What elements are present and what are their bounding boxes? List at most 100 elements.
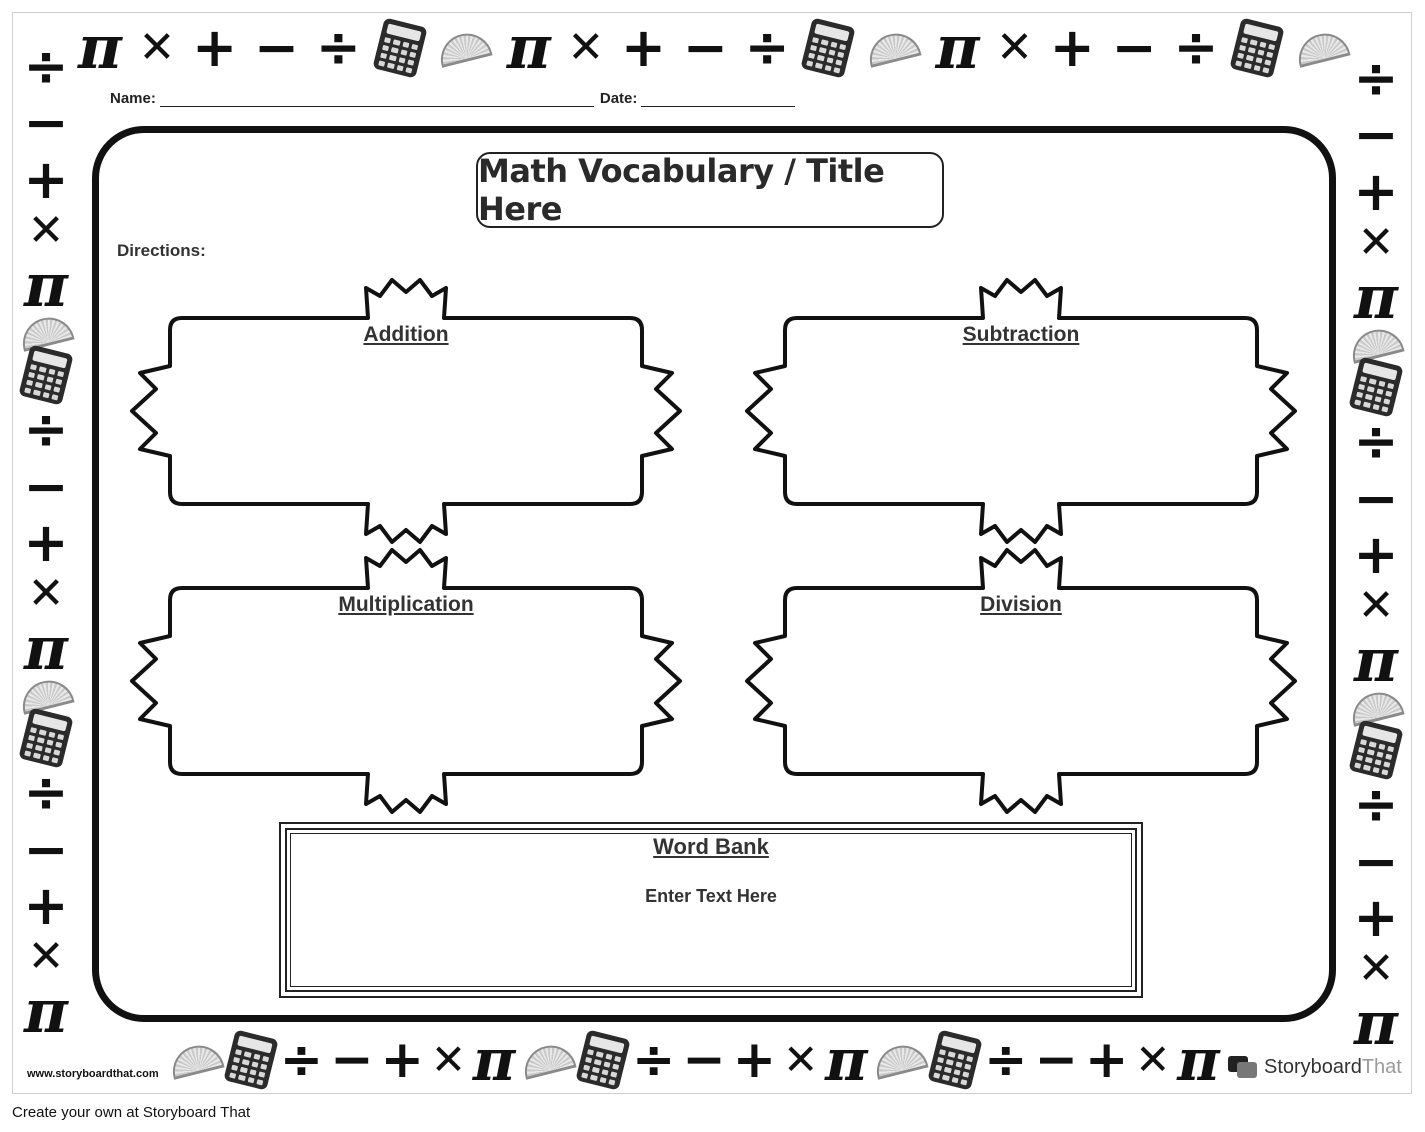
protractor-icon: [435, 28, 493, 68]
times-symbol-icon: ✕: [1357, 943, 1395, 995]
calculator-icon: [371, 17, 428, 79]
burst-frame-division[interactable]: [741, 546, 1301, 816]
pi-symbol-icon: π: [825, 1026, 868, 1094]
burst-outline: [130, 548, 682, 814]
times-symbol-icon: ✕: [1357, 580, 1395, 632]
minus-symbol-icon: −: [23, 91, 69, 155]
times-symbol-icon: ✕: [430, 1035, 467, 1084]
plus-symbol-icon: +: [23, 874, 69, 937]
pi-symbol-icon: π: [1354, 625, 1398, 696]
border-bottom: ÷−+✕π÷−+✕π÷−+✕π: [167, 1026, 1220, 1094]
protractor-icon: [167, 1040, 225, 1080]
minus-symbol-icon: −: [1111, 16, 1157, 79]
times-symbol-icon: ✕: [783, 1035, 819, 1084]
plus-symbol-icon: +: [380, 1030, 425, 1090]
minus-symbol-icon: −: [1353, 103, 1399, 167]
minus-symbol-icon: −: [682, 1030, 726, 1090]
date-field[interactable]: [641, 92, 796, 107]
calculator-icon: [18, 344, 74, 406]
name-date-line: Name: Date:: [110, 90, 801, 107]
times-symbol-icon: ✕: [1357, 217, 1395, 269]
box-label-multiplication[interactable]: Multiplication: [338, 593, 474, 616]
date-label: Date:: [599, 90, 638, 107]
pi-symbol-icon: π: [1177, 1026, 1220, 1094]
plus-symbol-icon: +: [1353, 886, 1399, 949]
protractor-icon: [864, 28, 922, 68]
calculator-icon: [927, 1029, 983, 1091]
divide-symbol-icon: ÷: [23, 398, 69, 462]
pi-symbol-icon: π: [935, 13, 980, 83]
divide-symbol-icon: ÷: [631, 1030, 676, 1090]
create-your-own-text: Create your own at Storyboard That: [12, 1104, 251, 1121]
plus-symbol-icon: +: [1084, 1030, 1129, 1090]
calculator-icon: [1348, 356, 1404, 418]
logo-text-bold: Storyboard: [1264, 1055, 1362, 1078]
plus-symbol-icon: +: [1353, 522, 1399, 586]
times-symbol-icon: ✕: [996, 22, 1034, 73]
protractor-icon: [519, 1040, 577, 1080]
divide-symbol-icon: ÷: [23, 761, 69, 825]
box-label-division[interactable]: Division: [980, 593, 1062, 616]
burst-outline: [130, 278, 682, 544]
plus-symbol-icon: +: [1049, 16, 1095, 79]
divide-symbol-icon: ÷: [1353, 47, 1399, 110]
divide-symbol-icon: ÷: [279, 1030, 324, 1090]
border-left: ÷−+✕π÷−+✕π÷−+✕π: [17, 35, 75, 1047]
burst-outline: [745, 278, 1297, 544]
pi-symbol-icon: π: [24, 976, 68, 1047]
divide-symbol-icon: ÷: [1173, 16, 1219, 79]
calculator-icon: [800, 17, 857, 79]
logo-text-light: That: [1361, 1055, 1402, 1078]
plus-symbol-icon: +: [23, 147, 69, 211]
speech-bubbles-icon: [1228, 1054, 1258, 1080]
burst-outline: [745, 548, 1297, 814]
times-symbol-icon: ✕: [27, 931, 65, 983]
word-bank-box[interactable]: Word Bank Enter Text Here: [279, 822, 1143, 998]
pi-symbol-icon: π: [506, 13, 551, 83]
minus-symbol-icon: −: [253, 16, 300, 79]
minus-symbol-icon: −: [682, 16, 728, 79]
name-label: Name:: [110, 90, 156, 107]
name-field[interactable]: [159, 92, 594, 107]
page-title[interactable]: Math Vocabulary / Title Here: [476, 152, 944, 228]
box-label-addition[interactable]: Addition: [363, 323, 449, 346]
plus-symbol-icon: +: [192, 16, 238, 79]
divide-symbol-icon: ÷: [744, 16, 790, 79]
plus-symbol-icon: +: [732, 1030, 777, 1090]
pi-symbol-icon: π: [24, 613, 68, 684]
times-symbol-icon: ✕: [567, 22, 605, 73]
word-bank-text[interactable]: Enter Text Here: [645, 886, 777, 906]
directions-label: Directions:: [117, 241, 206, 260]
times-symbol-icon: ✕: [138, 22, 176, 73]
plus-symbol-icon: +: [620, 16, 667, 79]
calculator-icon: [1229, 17, 1285, 79]
storyboardthat-logo: StoryboardThat: [1228, 1054, 1402, 1080]
divide-symbol-icon: ÷: [23, 35, 69, 98]
divide-symbol-icon: ÷: [1353, 410, 1399, 474]
minus-symbol-icon: −: [23, 817, 69, 881]
minus-symbol-icon: −: [1353, 829, 1399, 893]
calculator-icon: [223, 1029, 279, 1091]
times-symbol-icon: ✕: [27, 205, 65, 257]
calculator-icon: [18, 707, 74, 769]
minus-symbol-icon: −: [1034, 1030, 1079, 1090]
site-url: www.storyboardthat.com: [27, 1068, 159, 1080]
burst-frame-subtraction[interactable]: [741, 276, 1301, 546]
times-symbol-icon: ✕: [1135, 1035, 1171, 1084]
pi-symbol-icon: π: [1354, 988, 1398, 1059]
burst-frame-addition[interactable]: [126, 276, 686, 546]
box-label-subtraction[interactable]: Subtraction: [962, 323, 1080, 346]
minus-symbol-icon: −: [1353, 466, 1399, 530]
calculator-icon: [575, 1029, 631, 1091]
protractor-icon: [871, 1040, 929, 1080]
calculator-icon: [1348, 719, 1404, 781]
divide-symbol-icon: ÷: [315, 16, 361, 79]
minus-symbol-icon: −: [23, 454, 69, 518]
burst-frame-multiplication[interactable]: [126, 546, 686, 816]
plus-symbol-icon: +: [23, 510, 69, 574]
divide-symbol-icon: ÷: [984, 1030, 1028, 1090]
pi-symbol-icon: π: [1354, 262, 1398, 333]
border-right: ÷−+✕π÷−+✕π÷−+✕π: [1347, 47, 1405, 1059]
pi-symbol-icon: π: [24, 250, 68, 321]
plus-symbol-icon: +: [1353, 159, 1399, 223]
